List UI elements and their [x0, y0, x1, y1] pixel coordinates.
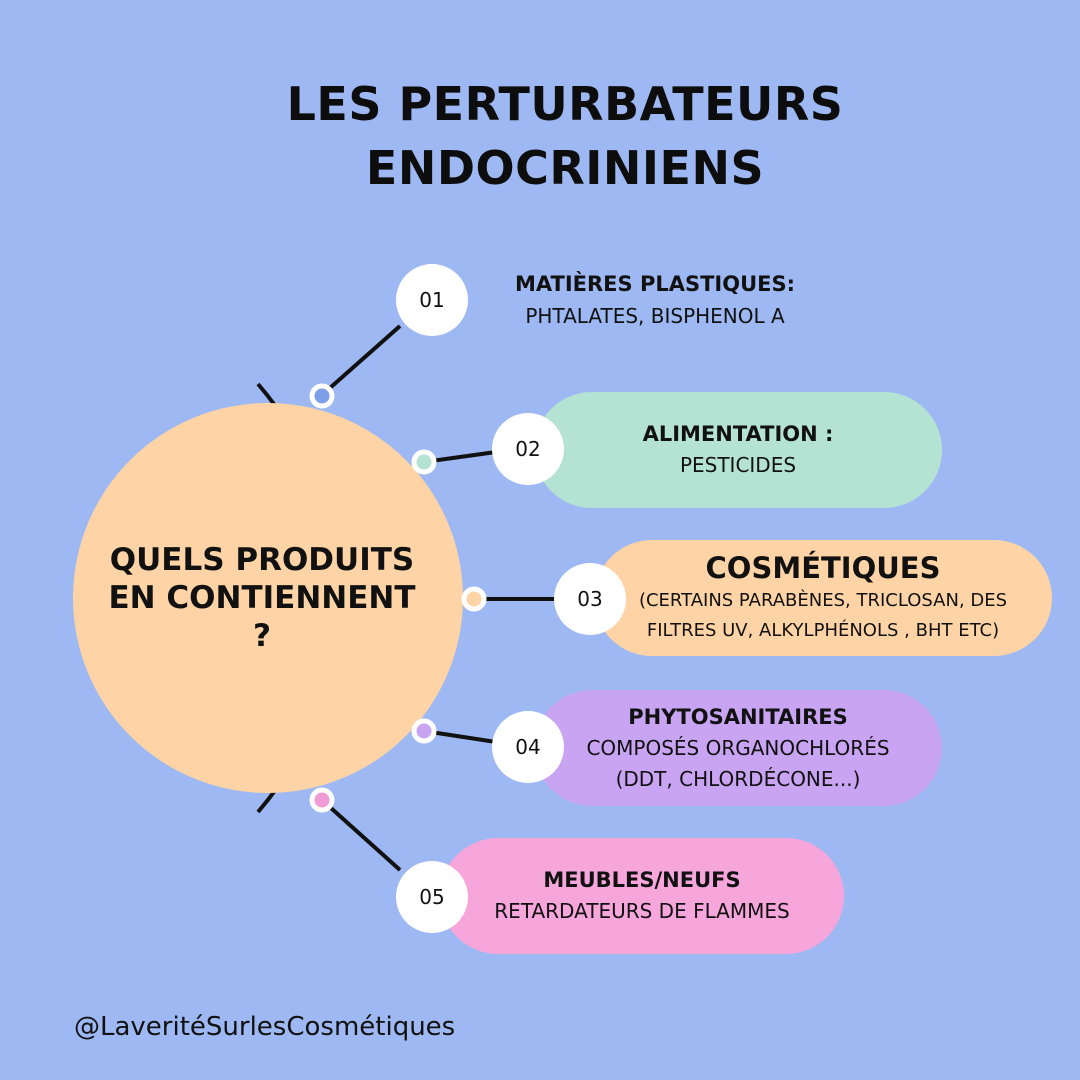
connector-01	[320, 324, 402, 397]
number-badge-03: 03	[554, 563, 626, 635]
item-01-text: MATIÈRES PLASTIQUES: PHTALATES, BISPHENO…	[490, 268, 820, 332]
item-05-desc: RETARDATEURS DE FLAMMES	[494, 899, 790, 923]
item-02-pill: ALIMENTATION : PESTICIDES	[534, 392, 942, 508]
dot-04	[411, 718, 437, 744]
title-line-1: LES PERTURBATEURS	[286, 77, 844, 131]
center-line-2: EN CONTIENNENT	[108, 580, 416, 616]
item-03-title: COSMÉTIQUES	[705, 551, 941, 585]
number-badge-01: 01	[396, 264, 468, 336]
connector-05	[320, 798, 402, 872]
center-line-3: ?	[253, 618, 271, 654]
dot-01	[309, 383, 335, 409]
title-line-2: ENDOCRINIENS	[365, 141, 765, 195]
page-title: LES PERTURBATEURS ENDOCRINIENS	[200, 72, 930, 200]
item-05-pill: MEUBLES/NEUFS RETARDATEURS DE FLAMMES	[440, 838, 844, 954]
item-04-title: PHYTOSANITAIRES	[628, 704, 848, 729]
item-02-title: ALIMENTATION :	[642, 422, 834, 446]
center-line-1: QUELS PRODUITS	[109, 542, 415, 578]
item-03-pill: COSMÉTIQUES (CERTAINS PARABÈNES, TRICLOS…	[594, 540, 1052, 656]
dot-05	[309, 787, 335, 813]
item-04-pill: PHYTOSANITAIRES COMPOSÉS ORGANOCHLORÉS (…	[534, 690, 942, 806]
center-question-circle: QUELS PRODUITS EN CONTIENNENT ?	[73, 403, 463, 793]
item-01-title: MATIÈRES PLASTIQUES:	[514, 272, 795, 296]
number-badge-04: 04	[492, 711, 564, 783]
item-04-desc-1: COMPOSÉS ORGANOCHLORÉS	[586, 735, 890, 760]
item-01-desc: PHTALATES, BISPHENOL A	[525, 304, 785, 328]
item-03-desc-2: FILTRES UV, ALKYLPHÉNOLS , BHT ETC)	[646, 620, 1000, 641]
item-04-desc-2: (DDT, CHLORDÉCONE...)	[615, 766, 861, 791]
number-badge-02: 02	[492, 413, 564, 485]
author-handle: @LaveritéSurlesCosmétiques	[74, 1012, 456, 1042]
number-badge-05: 05	[396, 861, 468, 933]
item-02-desc: PESTICIDES	[679, 453, 797, 477]
dot-02	[411, 449, 437, 475]
dot-03	[461, 586, 487, 612]
item-03-desc-1: (CERTAINS PARABÈNES, TRICLOSAN, DES	[638, 590, 1008, 611]
item-05-title: MEUBLES/NEUFS	[543, 868, 741, 892]
